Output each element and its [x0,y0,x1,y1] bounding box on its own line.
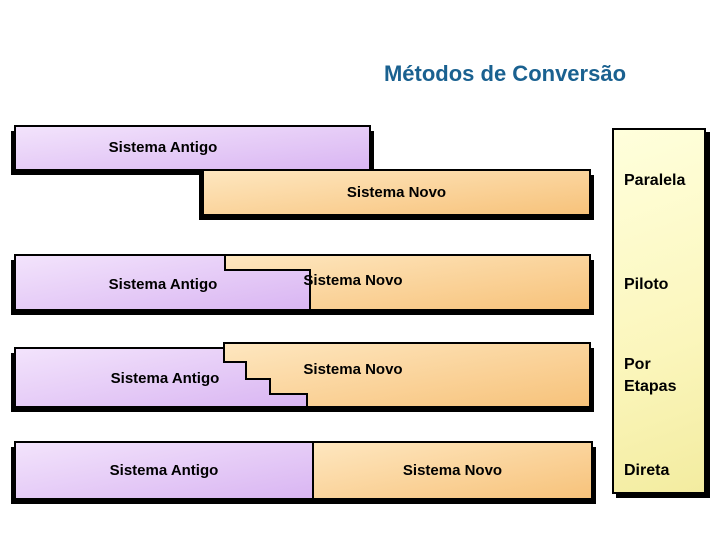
por-etapas-old-system-label: Sistema Antigo [110,370,220,387]
legend-item-direta: Direta [624,462,670,479]
paralela-new-system-label: Sistema Novo [346,184,447,201]
direta-new-system-label: Sistema Novo [402,462,503,479]
piloto-new-system-label: Sistema Novo [303,272,403,289]
piloto-old-system-label: Sistema Antigo [108,276,218,293]
direta-old-system-label: Sistema Antigo [109,462,219,479]
legend-item-paralela: Paralela [624,172,686,189]
legend-item-piloto: Piloto [624,276,669,293]
legend-item-por-etapas: Por Etapas [624,356,677,395]
por-etapas-new-system-label: Sistema Novo [303,361,403,378]
slide-title: Métodos de Conversão [383,61,627,86]
paralela-old-system-label: Sistema Antigo [108,139,218,156]
method-legend-panel: Paralela Piloto Por Etapas Direta [612,128,706,494]
